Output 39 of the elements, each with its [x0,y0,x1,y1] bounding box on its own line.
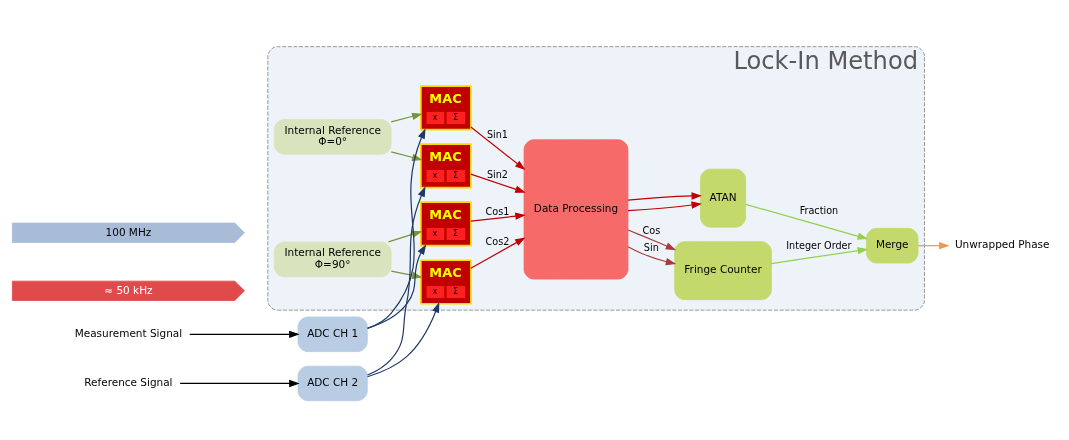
arrow [470,125,526,170]
node-box: MAC x Σ [420,258,472,304]
node-box: Merge [866,227,919,263]
node-box: Internal Reference Φ=0° [273,118,392,155]
arrow [470,236,526,269]
arrow [366,243,427,329]
node-box: ADC CH 2 [297,365,368,401]
node-text: Unwrapped Phase [954,237,1050,250]
node-box: Fringe Counter [674,240,772,300]
arrow [627,245,677,265]
node-box: MAC x Σ [420,200,472,246]
arrow [470,212,526,222]
arrow [627,228,677,250]
node-box: MAC x Σ [420,142,472,188]
node-box: Data Processing [523,138,629,280]
edge-label: Sin [643,241,659,253]
edge-label: Fraction [799,204,839,216]
arrow [179,379,300,387]
node-box: MAC x Σ [420,84,472,130]
arrow [917,241,950,249]
edge-label: Cos1 [485,205,510,217]
edge-label: Sin2 [486,168,508,180]
arrow [770,246,869,264]
arrow [189,330,300,338]
edge-label: Cos2 [485,235,510,247]
node-box: Internal Reference Φ=90° [273,241,392,277]
arrow [627,200,702,211]
node-text: Measurement Signal [74,326,183,339]
node-box: ATAN [700,168,746,228]
arrow [366,301,440,377]
edge-label: Cos [642,224,661,236]
node-text: Reference Signal [84,375,173,388]
node-box: ADC CH 1 [297,316,368,352]
edge-label: Integer Order [786,239,852,251]
arrow [745,203,868,240]
arrow [627,191,702,201]
edge-label: Sin1 [486,128,508,140]
arrow [470,173,526,193]
arrow [390,112,423,122]
